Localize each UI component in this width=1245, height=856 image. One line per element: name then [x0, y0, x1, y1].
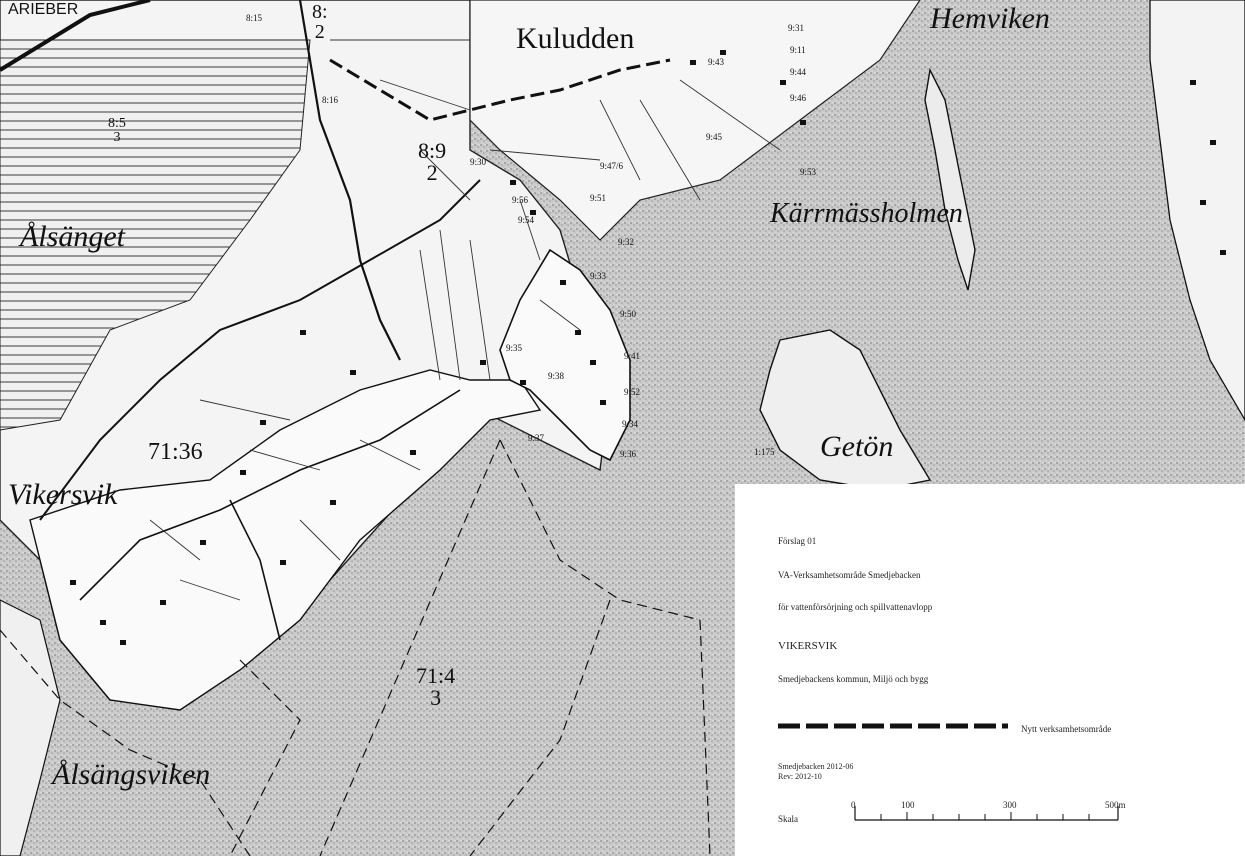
- parcel-9-35: 9:35: [506, 343, 523, 353]
- shoreline-east-peninsula: [499, 248, 631, 462]
- parcel-9-54: 9:54: [518, 215, 535, 225]
- place-alsanget: Ålsänget: [20, 220, 125, 253]
- legend-rev: Rev: 2012-10: [778, 772, 822, 781]
- road-south: [229, 499, 281, 641]
- island-karrmassholmen: [924, 67, 976, 291]
- road-west: [39, 179, 481, 521]
- parcel-9-45: 9:45: [706, 132, 723, 142]
- parcel-9-50: 9:50: [620, 309, 637, 319]
- parcel-8-top-line2: 2: [314, 21, 325, 43]
- place-vikersvik: Vikersvik: [8, 478, 118, 511]
- land-southwest: [0, 599, 61, 856]
- legend-line-title: VA-Verksamhetsområde Smedjebacken: [778, 570, 921, 580]
- road-main: [0, 0, 151, 72]
- legend-dashed-line-symbol: [778, 723, 1008, 729]
- legend-date: Smedjebacken 2012-06: [778, 762, 854, 771]
- legend-line-subtitle: för vattenförsörjning och spillvattenavl…: [778, 602, 933, 612]
- parcel-1-175: 1:175: [754, 447, 775, 457]
- parcel-71-4: 71:4 3: [416, 665, 455, 709]
- parcel-8-9-line1: 8:9: [418, 138, 447, 163]
- scale-tick-0: 0: [851, 800, 856, 810]
- parcel-71-36: 71:36: [148, 439, 203, 465]
- parcel-9-47-6: 9:47/6: [600, 161, 624, 171]
- scale-bar: [854, 806, 1119, 821]
- parcel-71-4-line2: 3: [430, 685, 442, 710]
- parcel-9-31: 9:31: [788, 23, 805, 33]
- parcel-9-36: 9:36: [620, 449, 637, 459]
- parcel-9-32: 9:32: [618, 237, 635, 247]
- parcel-9-46: 9:46: [790, 93, 807, 103]
- parcel-9-44: 9:44: [790, 67, 807, 77]
- building-markers: [70, 50, 1226, 645]
- parcel-8-16: 8:16: [322, 95, 339, 105]
- parcel-9-34: 9:34: [622, 419, 639, 429]
- hatched-field: [0, 39, 311, 431]
- thick-dashed-boundary: [329, 58, 671, 122]
- parcel-8-5-line2: 3: [113, 130, 121, 145]
- parcel-8-top: 8: 2: [312, 2, 328, 42]
- road-vikersvik: [79, 389, 461, 601]
- parcel-8-15: 8:15: [246, 13, 263, 23]
- place-karrmassholmen: Kärrmässholmen: [770, 198, 963, 229]
- parcel-8-5-line1: 8:5: [108, 116, 126, 131]
- parcel-9-38: 9:38: [548, 371, 565, 381]
- parcel-9-33: 9:33: [590, 271, 607, 281]
- legend-box: Förslag 01 VA-Verksamhetsområde Smedjeba…: [735, 484, 1245, 856]
- parcel-71-4-line1: 71:4: [416, 663, 456, 688]
- legend-line-kommun: Smedjebackens kommun, Miljö och bygg: [778, 674, 929, 684]
- parcel-9-37: 9:37: [528, 433, 545, 443]
- parcel-9-53: 9:53: [800, 167, 817, 177]
- legend-line-label: Nytt verksamhetsområde: [1021, 724, 1112, 734]
- place-hemviken: Hemviken: [930, 2, 1050, 35]
- road-diagonal: [298, 0, 401, 361]
- scale-label: Skala: [778, 814, 798, 824]
- parcel-8-5: 8:5 3: [108, 117, 126, 145]
- parcel-8-9: 8:9 2: [418, 140, 446, 184]
- parcel-9-11: 9:11: [790, 45, 806, 55]
- dashed-boundary-west: [0, 629, 301, 856]
- scale-tick-300: 300: [1003, 800, 1017, 810]
- parcel-9-43: 9:43: [708, 57, 725, 67]
- place-arieberg: ARIEBER: [8, 1, 79, 18]
- parcel-9-30: 9:30: [470, 157, 487, 167]
- parcel-9-41: 9:41: [624, 351, 641, 361]
- parcel-9-52: 9:52: [624, 387, 641, 397]
- land-east-hemviken: [1149, 0, 1245, 422]
- parcel-8-top-line1: 8:: [312, 1, 328, 23]
- place-alsangsviken: Ålsängsviken: [52, 758, 211, 791]
- parcel-8-9-line2: 2: [426, 160, 438, 185]
- dashed-boundary-east: [319, 439, 711, 856]
- parcel-lines: [149, 39, 781, 601]
- scale-tick-100: 100: [901, 800, 915, 810]
- legend-line-forslag: Förslag 01: [778, 536, 817, 546]
- legend-line-vikersvik: VIKERSVIK: [778, 640, 838, 652]
- place-geton: Getön: [820, 430, 894, 463]
- scale-tick-500m: 500m: [1105, 800, 1126, 810]
- parcel-9-56: 9:56: [512, 195, 529, 205]
- place-kuludden: Kuludden: [516, 22, 635, 55]
- land-north: [469, 0, 921, 241]
- parcel-9-51: 9:51: [590, 193, 607, 203]
